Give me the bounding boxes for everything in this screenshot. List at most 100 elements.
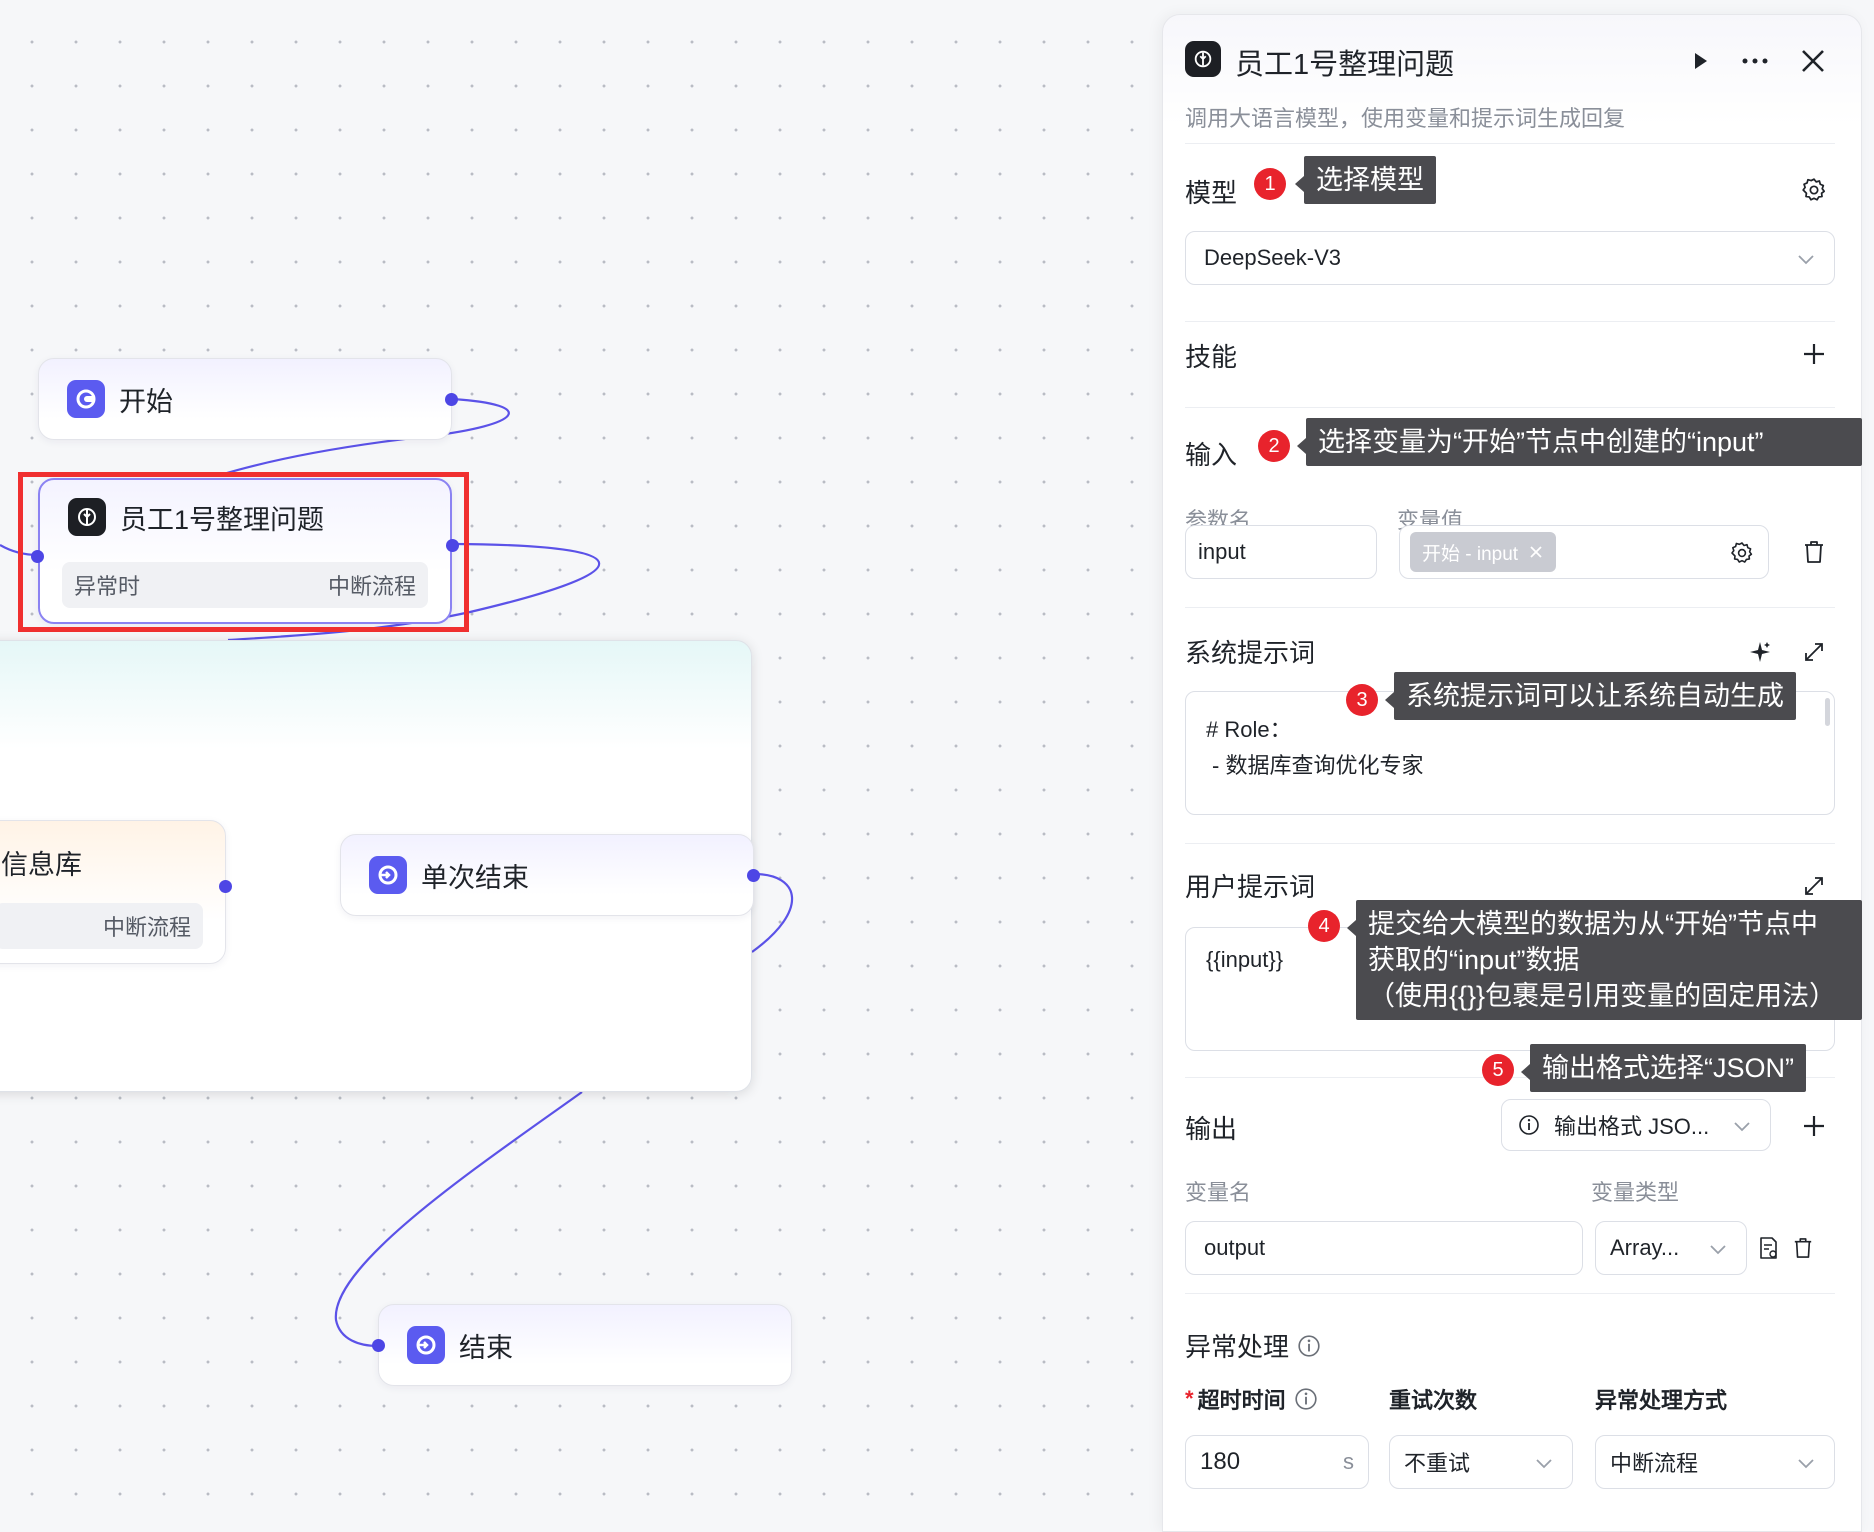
node-info-output-port[interactable] (219, 880, 232, 893)
node-start-output-port[interactable] (445, 393, 458, 406)
node-single-end[interactable]: 单次结束 (340, 834, 760, 916)
add-skill-plus-icon[interactable] (1797, 337, 1831, 371)
output-var-name-label: 变量名 (1185, 1180, 1252, 1205)
chevron-down-icon (1536, 1459, 1552, 1469)
exception-method-select[interactable]: 中断流程 (1595, 1435, 1835, 1489)
user-prompt-title: 用户提示词 (1185, 872, 1316, 902)
textarea-scrollbar[interactable] (1825, 698, 1830, 726)
variable-settings-gear-icon[interactable] (1730, 541, 1754, 565)
divider (1185, 607, 1835, 608)
model-section-title: 模型 (1185, 178, 1238, 208)
annotation-tooltip-5: 输出格式选择“JSON” (1521, 1044, 1806, 1092)
add-output-plus-icon[interactable] (1797, 1109, 1831, 1143)
timeout-value: 180 (1200, 1448, 1241, 1475)
annotation-tooltip-1: 选择模型 (1295, 156, 1436, 204)
output-var-type-value: Array... (1610, 1235, 1680, 1260)
annotation-badge-1: 1 (1254, 168, 1286, 200)
node-config-panel: 员工1号整理问题 调用大语言模型，使用变量和提示词生成回复 模型 DeepSee… (1162, 14, 1862, 1532)
retry-select[interactable]: 不重试 (1389, 1435, 1573, 1489)
output-var-name-value: output (1204, 1235, 1266, 1260)
timeout-unit: s (1343, 1449, 1354, 1474)
node-info-row-right: 中断流程 (102, 915, 191, 940)
info-icon[interactable] (1294, 1387, 1318, 1411)
retry-value: 不重试 (1404, 1451, 1471, 1476)
output-description-doc-icon[interactable] (1755, 1233, 1783, 1263)
model-select[interactable]: DeepSeek-V3 (1185, 231, 1835, 285)
annotation-4-line-2: 获取的“input”数据 (1368, 945, 1580, 975)
system-prompt-line-1: # Role： (1206, 717, 1292, 742)
node-start-label: 开始 (119, 386, 173, 417)
llm-node-icon (1185, 41, 1221, 77)
node-info-library[interactable]: 信息库 中断流程 (0, 820, 232, 964)
close-icon[interactable] (1793, 41, 1833, 81)
llm-node-icon (68, 498, 106, 536)
output-format-value: 输出格式 JSO... (1554, 1114, 1710, 1139)
param-name-value: input (1198, 539, 1246, 564)
output-format-select[interactable]: 输出格式 JSO... (1501, 1099, 1771, 1151)
param-name-input[interactable]: input (1185, 525, 1377, 579)
more-icon[interactable] (1735, 43, 1775, 79)
annotation-tooltip-4: 提交给大模型的数据为从“开始”节点中 获取的“input”数据 （使用{{}}包… (1347, 900, 1862, 1020)
node-staff-output-port[interactable] (446, 539, 459, 552)
node-staff-input-port[interactable] (31, 550, 44, 563)
user-prompt-text: {{input}} (1206, 947, 1284, 972)
start-node-icon (67, 380, 105, 418)
model-select-value: DeepSeek-V3 (1204, 245, 1341, 270)
annotation-badge-2: 2 (1258, 430, 1290, 462)
node-staff-organize[interactable]: 员工1号整理问题 异常时 中断流程 (31, 478, 459, 624)
model-settings-gear-icon[interactable] (1797, 173, 1831, 207)
auto-generate-sparkle-icon[interactable] (1743, 635, 1777, 669)
node-end-input-port[interactable] (372, 1339, 385, 1352)
node-end-label: 结束 (459, 1332, 513, 1363)
delete-input-trash-icon[interactable] (1797, 535, 1831, 569)
system-prompt-title: 系统提示词 (1185, 638, 1316, 668)
timeout-label: * 超时时间 (1185, 1383, 1318, 1415)
output-var-name-input[interactable]: output (1185, 1221, 1583, 1275)
node-single-end-output-port[interactable] (747, 869, 760, 882)
panel-description: 调用大语言模型，使用变量和提示词生成回复 (1185, 106, 1626, 131)
node-staff-label: 员工1号整理问题 (120, 504, 325, 535)
annotation-tooltip-3: 系统提示词可以让系统自动生成 (1385, 672, 1796, 720)
info-icon (1519, 1115, 1539, 1135)
chevron-down-icon (1798, 255, 1814, 265)
annotation-tooltip-2: 选择变量为“开始”节点中创建的“input” (1297, 418, 1862, 466)
end-node-icon (407, 1326, 445, 1364)
timeout-input[interactable]: 180 s (1185, 1435, 1369, 1489)
node-staff-row-right: 中断流程 (327, 574, 416, 599)
variable-tag-label: 开始 - input (1422, 543, 1519, 565)
delete-output-trash-icon[interactable] (1789, 1233, 1817, 1263)
output-var-type-select[interactable]: Array... (1595, 1221, 1747, 1275)
annotation-badge-4: 4 (1308, 910, 1340, 942)
output-section-title: 输出 (1185, 1114, 1238, 1144)
end-node-icon (369, 856, 407, 894)
node-info-exception-row: 中断流程 (0, 903, 203, 949)
node-single-end-label: 单次结束 (421, 862, 529, 893)
exception-method-label: 异常处理方式 (1595, 1388, 1728, 1413)
annotation-4-line-3: （使用{{}}包裹是引用变量的固定用法） (1368, 981, 1837, 1011)
run-icon[interactable] (1683, 43, 1719, 79)
skills-section-title: 技能 (1185, 342, 1238, 372)
required-asterisk: * (1185, 1386, 1194, 1411)
panel-title[interactable]: 员工1号整理问题 (1235, 49, 1455, 81)
exception-title-text: 异常处理 (1185, 1332, 1290, 1362)
expand-icon[interactable] (1797, 869, 1831, 903)
divider (1185, 843, 1835, 844)
retry-label: 重试次数 (1389, 1388, 1478, 1413)
node-end[interactable]: 结束 (372, 1304, 792, 1386)
annotation-badge-5: 5 (1482, 1054, 1514, 1086)
variable-value-select[interactable]: 开始 - input (1399, 525, 1769, 579)
highlight-annotation-box (18, 472, 469, 632)
node-staff-row-left: 异常时 (74, 574, 141, 599)
node-staff-exception-row: 异常时 中断流程 (62, 562, 428, 608)
input-section-title: 输入 (1185, 440, 1238, 470)
chevron-down-icon (1734, 1122, 1750, 1132)
timeout-label-text: 超时时间 (1197, 1388, 1286, 1413)
exception-section-title: 异常处理 (1185, 1327, 1321, 1364)
info-icon[interactable] (1297, 1334, 1321, 1358)
variable-tag: 开始 - input (1410, 532, 1557, 572)
node-info-label: 信息库 (1, 849, 82, 880)
node-start[interactable]: 开始 (38, 358, 458, 440)
divider (1185, 143, 1835, 144)
expand-icon[interactable] (1797, 635, 1831, 669)
tag-remove-close-icon[interactable] (1528, 544, 1544, 560)
